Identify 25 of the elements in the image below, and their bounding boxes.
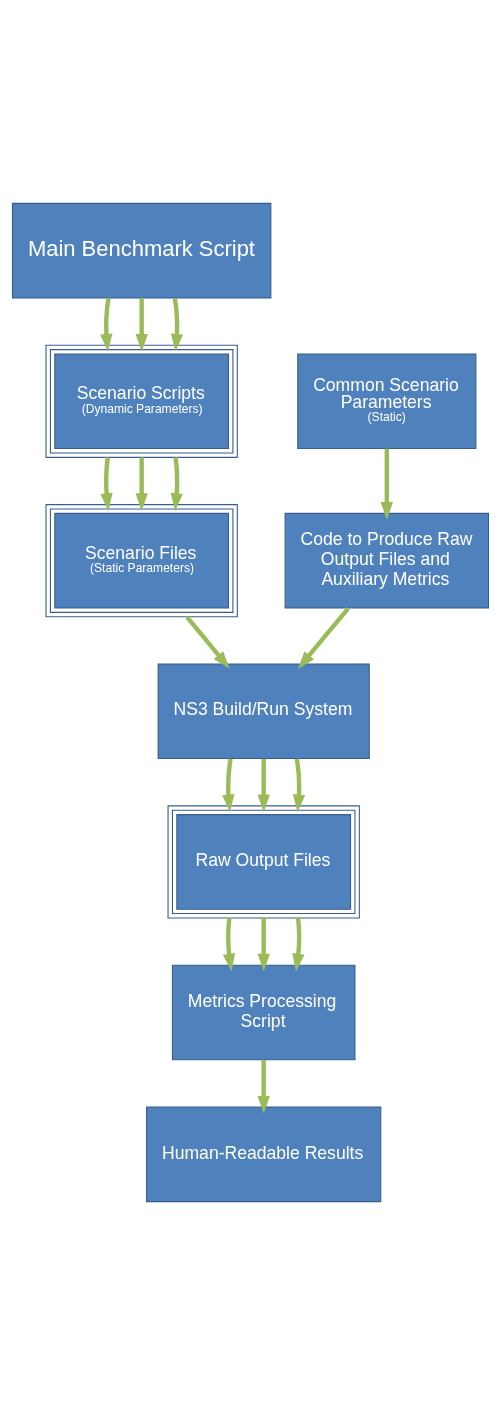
arrow (292, 918, 305, 972)
arrow (257, 758, 270, 813)
node-box: Raw Output Files (167, 805, 360, 919)
node-box: NS3 Build/Run System (157, 663, 370, 760)
arrow (170, 457, 183, 511)
node-box: Main Benchmark Script (11, 202, 272, 299)
arrow (100, 457, 113, 511)
arrow (292, 758, 306, 813)
arrow (185, 615, 230, 669)
node-box: Metrics Processing Script (171, 964, 356, 1061)
arrow (135, 298, 148, 352)
node-box: Common Scenario Parameters (Static) (297, 353, 477, 450)
arrow (297, 606, 350, 669)
arrow (257, 918, 270, 972)
arrow (170, 297, 184, 352)
arrow (222, 758, 235, 813)
node-box: Scenario Files (Static Parameters) (45, 504, 238, 618)
node-box: Code to Produce Raw Output Files and Auxiliary Metrics (284, 512, 490, 609)
arrow (380, 448, 393, 520)
node-box: Scenario Scripts (Dynamic Parameters) (45, 344, 238, 458)
arrow (257, 1060, 270, 1114)
arrow (135, 457, 148, 512)
arrow (100, 297, 113, 352)
node-box: Human-Readable Results (146, 1106, 382, 1203)
arrow (222, 918, 236, 972)
